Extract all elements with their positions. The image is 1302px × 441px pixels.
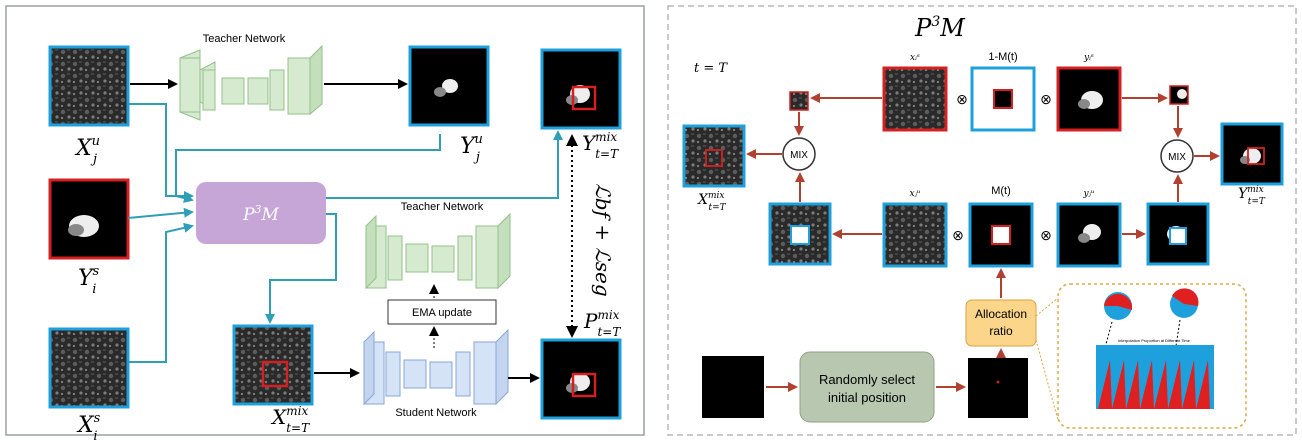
mix-node-right: [1160, 139, 1194, 173]
ema-update-box: [387, 299, 497, 325]
p3m-box-label: P3M: [242, 203, 279, 225]
otimes-2: ⊗: [1040, 91, 1052, 107]
label-yju: yⱼᵘ: [1082, 189, 1094, 199]
p3m-title: P3M: [914, 14, 966, 42]
random-line-1: Randomly select: [819, 372, 915, 387]
teacher-network-top: [179, 44, 323, 121]
label-mask: M(t): [991, 185, 1011, 197]
label-yis: yᵢˢ: [1083, 53, 1094, 63]
image-xs: [48, 327, 130, 409]
ema-update-label: EMA update: [412, 307, 472, 319]
student-network: [363, 328, 509, 406]
image-xju: [882, 202, 948, 268]
image-xmix: [232, 324, 314, 406]
p3m-box[interactable]: [196, 182, 326, 244]
teacher-network-mid: [365, 212, 511, 290]
blank-image: [702, 356, 764, 418]
image-xu: [48, 45, 130, 127]
allocation-ratio-box[interactable]: [965, 299, 1037, 347]
otimes-4: ⊗: [1040, 227, 1052, 243]
inset-sawtooth: [1098, 360, 1210, 409]
allocation-line-1: Allocation: [975, 307, 1027, 321]
loss-label: ℒbf + ℒseg: [591, 183, 615, 296]
label-xis: xᵢˢ: [910, 53, 920, 63]
image-xmix-right: [682, 124, 746, 188]
random-line-2: initial position: [828, 390, 906, 405]
label-mask-inverse: 1-M(t): [988, 51, 1017, 63]
left-panel-frame: [5, 5, 645, 436]
inset-plot-area: [1096, 345, 1214, 409]
allocation-line-2: ratio: [989, 324, 1013, 338]
right-panel-frame: [667, 5, 1297, 436]
teacher-network-top-label: Teacher Network: [203, 33, 286, 45]
crop-xis: [789, 91, 809, 111]
label-ys-mask: [68, 215, 99, 237]
image-xju-masked: [768, 202, 832, 266]
otimes-1: ⊗: [956, 91, 968, 107]
student-network-label: Student Network: [395, 407, 477, 419]
label-xju: xⱼᵘ: [909, 189, 920, 199]
mix-left-label: MIX: [790, 150, 808, 161]
image-xis: [882, 66, 948, 132]
teacher-network-mid-label: Teacher Network: [401, 201, 484, 213]
initial-position-image: [968, 358, 1028, 418]
otimes-3: ⊗: [952, 227, 964, 243]
t-equals-label: t = T: [694, 61, 728, 76]
random-select-box[interactable]: [799, 351, 935, 423]
image-pmix: [540, 338, 622, 420]
inset-title: Interpolation Proportion at Different Ti…: [1118, 338, 1191, 343]
mix-right-label: MIX: [1168, 152, 1186, 163]
mix-node-left: [782, 137, 816, 171]
